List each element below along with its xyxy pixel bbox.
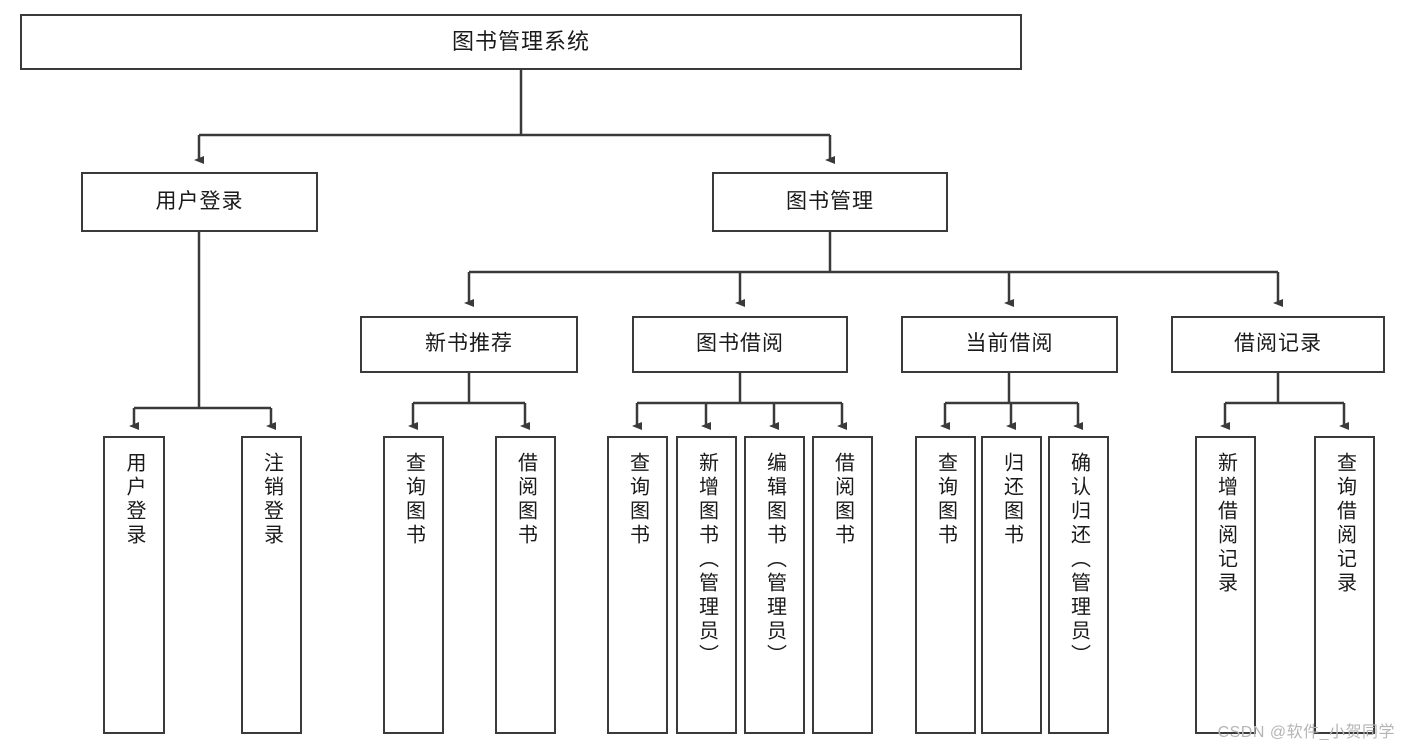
node-label: 查询图书 (934, 452, 957, 548)
leaf-query-book-current[interactable]: 查询图书 (915, 436, 976, 734)
csdn-watermark: CSDN @软件_小贺同学 (1217, 724, 1395, 741)
node-root-system[interactable]: 图书管理系统 (20, 14, 1022, 70)
leaf-edit-book-admin[interactable]: 编辑图书（管理员） (744, 436, 805, 734)
node-borrow-record[interactable]: 借阅记录 (1171, 316, 1385, 373)
node-label: 查询借阅记录 (1333, 452, 1356, 596)
leaf-query-book-recommend[interactable]: 查询图书 (383, 436, 444, 734)
node-label: 编辑图书（管理员） (763, 452, 786, 668)
node-label: 当前借阅 (965, 332, 1054, 356)
node-label: 新增借阅记录 (1214, 452, 1237, 596)
node-label: 注销登录 (260, 452, 283, 548)
node-current-borrow[interactable]: 当前借阅 (901, 316, 1118, 373)
node-book-borrow[interactable]: 图书借阅 (632, 316, 848, 373)
node-label: 图书管理系统 (451, 29, 590, 55)
leaf-borrow-book-recommend[interactable]: 借阅图书 (495, 436, 556, 734)
node-label: 图书管理 (786, 189, 874, 213)
leaf-logout[interactable]: 注销登录 (241, 436, 302, 734)
node-label: 查询图书 (402, 452, 425, 548)
node-label: 用户登录 (123, 452, 145, 548)
leaf-add-book-admin[interactable]: 新增图书（管理员） (676, 436, 737, 734)
node-label: 借阅图书 (831, 452, 854, 548)
leaf-add-borrow-record[interactable]: 新增借阅记录 (1195, 436, 1256, 734)
leaf-confirm-return-admin[interactable]: 确认归还（管理员） (1048, 436, 1109, 734)
node-label: 查询图书 (626, 452, 649, 548)
leaf-return-book[interactable]: 归还图书 (981, 436, 1042, 734)
node-user-login[interactable]: 用户登录 (81, 172, 318, 232)
node-label: 图书借阅 (696, 332, 784, 356)
node-label: 用户登录 (155, 189, 244, 213)
node-book-management[interactable]: 图书管理 (712, 172, 948, 232)
leaf-user-login[interactable]: 用户登录 (103, 436, 165, 734)
node-label: 借阅记录 (1234, 332, 1322, 356)
node-new-book-recommend[interactable]: 新书推荐 (360, 316, 578, 373)
node-label: 新增图书（管理员） (695, 452, 718, 668)
node-label: 新书推荐 (425, 332, 513, 356)
leaf-query-book-borrow[interactable]: 查询图书 (607, 436, 668, 734)
leaf-borrow-book[interactable]: 借阅图书 (812, 436, 873, 734)
node-label: 确认归还（管理员） (1067, 452, 1090, 668)
leaf-query-borrow-record[interactable]: 查询借阅记录 (1314, 436, 1375, 734)
node-label: 借阅图书 (514, 452, 537, 548)
node-label: 归还图书 (1000, 452, 1023, 548)
